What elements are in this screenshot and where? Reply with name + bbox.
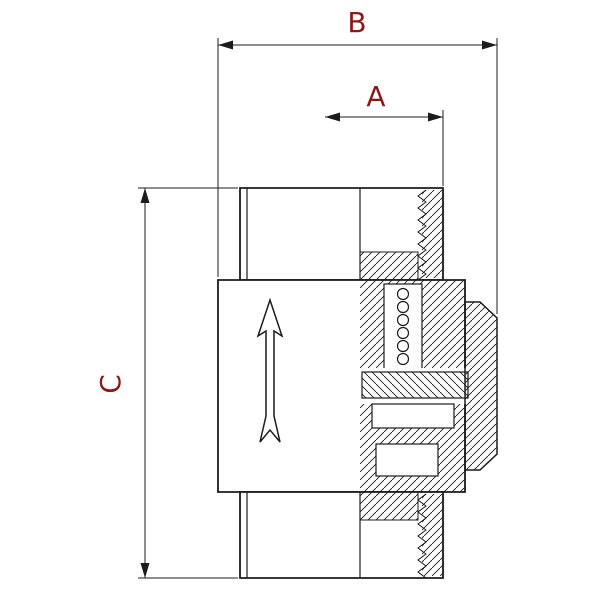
seat-pocket: [375, 443, 439, 477]
top-shoulder-hatch: [359, 251, 419, 281]
dimension-a: A: [325, 80, 444, 186]
spring-coils: [396, 287, 410, 366]
dimension-b-label: B: [347, 6, 366, 39]
top-port-wall-hatch: [422, 190, 443, 278]
dimension-c-arrow-top: [140, 188, 150, 203]
dimension-b-arrow-right: [482, 40, 497, 50]
valve-body-section: [217, 187, 498, 579]
side-hex-boss: [464, 301, 498, 471]
valve-disc: [361, 371, 469, 399]
dimension-a-arrow-right: [428, 112, 443, 122]
top-thread-profile: [417, 189, 427, 281]
bottom-shoulder-hatch: [359, 491, 419, 521]
dimension-b: B: [217, 6, 498, 314]
dimension-a-arrow-left: [325, 112, 340, 122]
dimension-c-label: C: [94, 374, 127, 394]
center-body: [217, 279, 498, 493]
dimension-a-label: A: [366, 80, 385, 113]
disc-guide: [371, 403, 455, 429]
dimension-b-arrow-left: [218, 40, 233, 50]
top-port: [239, 187, 444, 281]
bottom-port: [239, 491, 444, 579]
flow-direction-arrow-icon: [256, 297, 284, 443]
dimension-c-arrow-bottom: [140, 563, 150, 578]
bottom-thread-profile: [417, 493, 427, 579]
bottom-port-wall-hatch: [422, 494, 443, 576]
dimension-c: C: [94, 187, 238, 579]
